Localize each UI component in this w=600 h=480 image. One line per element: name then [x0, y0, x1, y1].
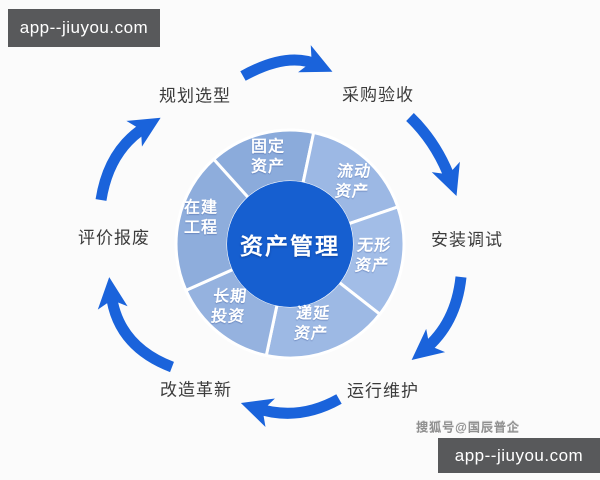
stage-label-procurement-acceptance: 采购验收 — [342, 85, 414, 105]
ring-label-line: 工程 — [183, 219, 219, 236]
ring-label-line: 固定 — [250, 138, 286, 156]
center-circle — [227, 181, 353, 307]
ring-label-construction-in-progress: 在建 工程 — [184, 198, 218, 237]
ring-label-intangible-assets: 无形 资产 — [354, 236, 392, 275]
ring-label-line: 资产 — [354, 257, 390, 274]
stage-label-operation-maintenance: 运行维护 — [347, 381, 419, 401]
ring-label-fixed-assets: 固定 资产 — [251, 137, 285, 176]
ring-label-current-assets: 流动 资产 — [334, 162, 372, 201]
cycle-arrow-installation-to-operation — [411, 276, 467, 361]
ring-label-line: 无形 — [356, 237, 392, 255]
watermark-badge-top-left: app--jiuyou.com — [8, 9, 160, 47]
ring-label-deferred-assets: 递延 资产 — [293, 304, 331, 343]
ring-label-line: 长期 — [212, 288, 248, 306]
cycle-arrow-evaluation-to-planning — [95, 117, 161, 201]
stage-label-installation-debugging: 安装调试 — [431, 230, 503, 250]
cycle-arrows — [95, 45, 467, 427]
center-label: 资产管理 — [240, 233, 340, 259]
source-credit: 搜狐号@国辰普企 — [416, 420, 520, 435]
cycle-arrow-procurement-to-installation — [406, 113, 460, 196]
ring-label-line: 资产 — [293, 325, 329, 342]
cycle-arrow-transformation-to-evaluation — [97, 277, 175, 373]
cycle-arrow-operation-to-transformation — [240, 394, 342, 427]
stage-label-evaluation-scrapping: 评价报废 — [78, 228, 150, 248]
ring-label-line: 递延 — [295, 305, 331, 323]
ring-label-line: 投资 — [210, 308, 246, 325]
stage-label-planning-selection: 规划选型 — [159, 86, 231, 106]
ring-label-line: 在建 — [183, 199, 219, 217]
ring-label-line: 资产 — [334, 183, 370, 200]
watermark-badge-bottom-right: app--jiuyou.com — [438, 438, 600, 473]
cycle-arrow-planning-to-procurement — [240, 45, 333, 81]
ring-label-long-term-investment: 长期 投资 — [210, 287, 248, 326]
stage-label-transformation-innovation: 改造革新 — [160, 380, 232, 400]
ring-label-line: 资产 — [250, 158, 286, 175]
ring-label-line: 流动 — [336, 163, 372, 181]
